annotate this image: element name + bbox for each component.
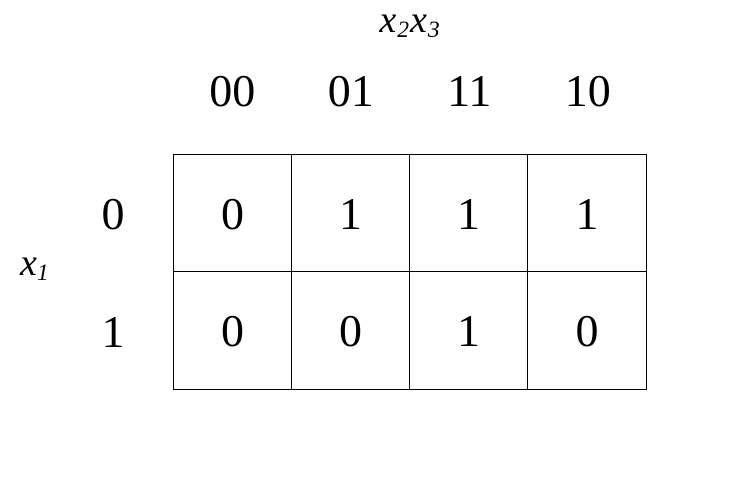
row-header-1: 1 [101,305,125,357]
row-headers: 0 1 [84,154,142,390]
kmap-cell-r1c1: 0 [292,272,410,389]
var-x1-base: x [20,242,37,284]
row-header-0: 0 [101,187,125,239]
kmap-cell-r0c2: 1 [410,155,528,272]
column-headers: 00 01 11 10 [173,68,647,114]
var-x2-subscript: 2 [397,17,410,44]
row-variable-label: x1 [20,242,49,287]
column-header-10: 10 [564,65,611,116]
column-header-01: 01 [327,65,374,116]
var-x1-subscript: 1 [36,260,49,287]
kmap-cell-r0c0: 0 [174,155,292,272]
var-x2-base: x [379,0,398,41]
kmap-cell-r0c1: 1 [292,155,410,272]
kmap-grid: 0 1 1 1 0 0 1 0 [173,154,647,390]
kmap-cell-r1c0: 0 [174,272,292,389]
kmap-cell-r1c3: 0 [575,305,599,356]
kmap-cell-r1c2: 1 [410,272,528,389]
kmap-cell-r0c3: 1 [528,155,646,272]
column-header-11: 11 [447,65,492,116]
column-header-00: 00 [209,65,256,116]
var-x3-base: x [410,0,428,41]
var-x3-subscript: 3 [427,17,441,44]
column-variables-label: x2x3 [173,0,647,44]
